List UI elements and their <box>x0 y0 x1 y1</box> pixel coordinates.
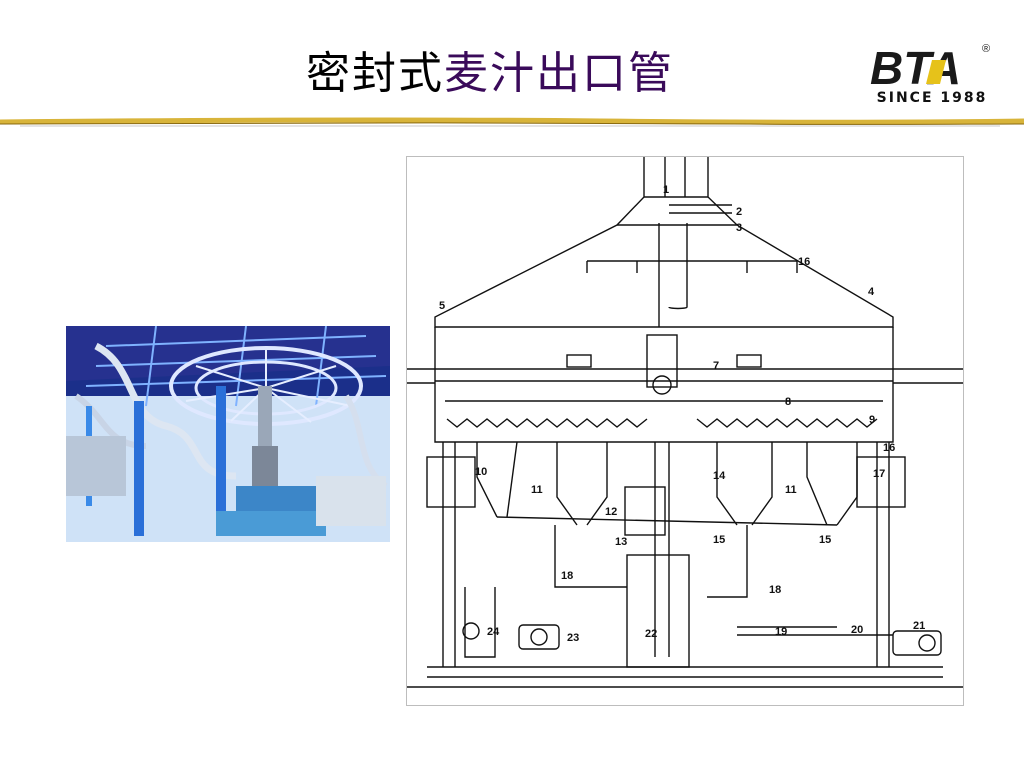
title-divider-rule <box>0 117 1024 127</box>
logo-caption: SINCE 1988 <box>876 90 988 106</box>
diagram-callout-label: 13 <box>615 536 627 548</box>
diagram-callout-label: 3 <box>736 222 742 234</box>
diagram-callout-label: 5 <box>439 300 445 312</box>
slide-title: 密封式麦汁出口管 <box>0 44 980 104</box>
diagram-callout-label: 4 <box>868 286 875 298</box>
diagram-callout-label: 14 <box>713 470 726 482</box>
diagram-callout-label: 23 <box>567 632 579 644</box>
diagram-callout-label: 15 <box>819 534 831 546</box>
lauter-tun-photo <box>66 326 390 542</box>
diagram-callout-label: 9 <box>869 414 875 426</box>
diagram-callout-label: 11 <box>531 484 543 496</box>
diagram-callout-label: 11 <box>785 484 797 496</box>
logo-yellow-leaf-icon <box>926 60 946 84</box>
lauter-tun-interior-photo-icon <box>66 326 390 542</box>
diagram-callout-label: 17 <box>873 468 885 480</box>
diagram-callout-label: 8 <box>785 396 791 408</box>
diagram-callout-label: 21 <box>913 620 925 632</box>
diagram-callout-label: 12 <box>605 506 617 518</box>
bta-logo-mark-icon: BTA ® <box>870 42 990 94</box>
diagram-callout-label: 24 <box>487 626 500 638</box>
diagram-callout-label: 2 <box>736 206 742 218</box>
diagram-callout-label: 18 <box>561 570 573 582</box>
diagram-callout-label: 7 <box>713 360 719 372</box>
diagram-callout-label: 18 <box>769 584 781 596</box>
title-part-purple: 麦汁出口管 <box>444 48 674 99</box>
diagram-callout-label: 15 <box>713 534 725 546</box>
bta-logo: BTA ® <box>866 38 998 108</box>
diagram-callout-label: 16 <box>798 256 810 268</box>
diagram-callout-label: 1 <box>663 184 669 196</box>
diagram-callout-label: 20 <box>851 624 863 636</box>
diagram-callout-label: 16 <box>883 442 895 454</box>
title-part-black: 密封式 <box>306 48 444 99</box>
diagram-callout-label: 19 <box>775 626 787 638</box>
diagram-callout-label: 10 <box>475 466 487 478</box>
logo-mark-text: BTA <box>870 42 961 94</box>
diagram-callout-label: 22 <box>645 628 657 640</box>
logo-registered-mark: ® <box>982 43 990 55</box>
